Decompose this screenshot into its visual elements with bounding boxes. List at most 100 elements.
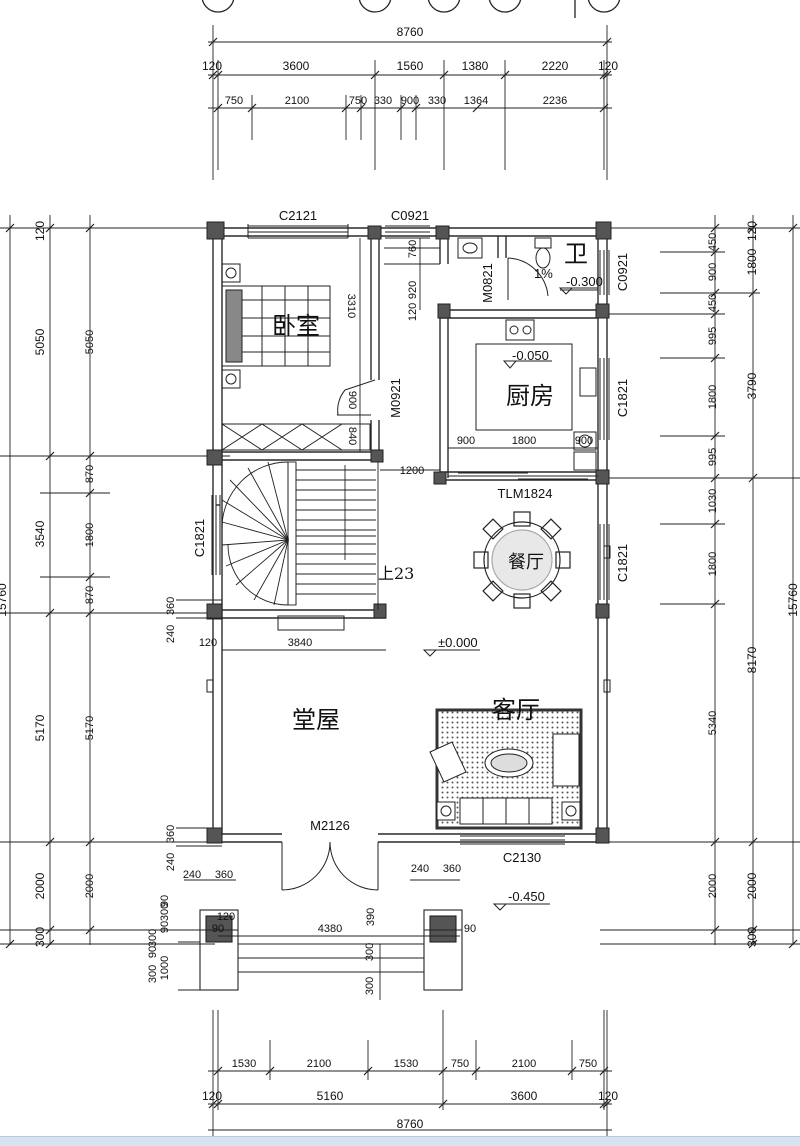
- top-dim-r1-1: 3600: [283, 59, 310, 73]
- right-dim-i0: 450: [707, 233, 719, 251]
- right-dim-inner: 450 900 450 995 1800 995 1030 1800 5340 …: [707, 233, 719, 898]
- doors: [281, 257, 549, 891]
- stair-up-label: 上23: [378, 564, 414, 583]
- top-dim-r2-0: 750: [225, 95, 243, 107]
- label-m0921: M0921: [388, 378, 403, 418]
- left-dim-o3: 5170: [33, 714, 47, 741]
- room-label-living: 客厅: [492, 696, 540, 724]
- bottom-dim-row1: 120 5160 3600 120: [202, 1089, 618, 1103]
- left-dimension-lines: [0, 215, 240, 945]
- dim-k900b: 900: [575, 435, 593, 447]
- dim-pl4: 300: [147, 929, 159, 947]
- inner-dimension-lines: [176, 238, 598, 1000]
- dim-360-stair: 360: [165, 597, 177, 615]
- label-c1821-kitchen: C1821: [615, 379, 630, 417]
- right-dim-o0: 120: [745, 221, 759, 241]
- left-total-dim: 15760: [0, 583, 9, 617]
- left-dim-i0: 5050: [84, 330, 96, 354]
- dim-120: 120: [407, 303, 419, 321]
- right-dim-i5: 995: [707, 448, 719, 466]
- left-dim-inner: 5050 870 1800 870 5170 2000: [84, 330, 96, 898]
- left-dim-o4: 2000: [33, 872, 47, 899]
- dim-840: 840: [346, 427, 358, 445]
- level-outdoor: -0.450: [508, 889, 545, 904]
- window-bottom-bar: [0, 1136, 800, 1146]
- top-dim-r1-4: 2220: [542, 59, 569, 73]
- label-c0921-top: C0921: [391, 208, 429, 223]
- room-label-hall: 堂屋: [292, 706, 340, 734]
- right-dim-i6: 1030: [707, 489, 719, 513]
- inner-dim-labels: 3310 760 920 120 900 840 1200 900 1800 9…: [147, 240, 593, 995]
- dim-1200: 1200: [400, 465, 424, 477]
- bottom-dimension-lines: [208, 1010, 612, 1136]
- bottom-dim-r2-1: 2100: [307, 1058, 331, 1070]
- left-dim-outer: 120 5050 3540 5170 2000 300: [33, 221, 47, 947]
- dim-390: 390: [365, 908, 377, 926]
- living-set: [429, 708, 583, 830]
- left-dim-i2: 1800: [84, 523, 96, 547]
- bathroom-fixtures: [457, 237, 598, 291]
- right-dim-o4: 2000: [745, 872, 759, 899]
- right-dim-i4: 1800: [707, 385, 719, 409]
- level-marks: [422, 287, 598, 911]
- dim-360-porch-l: 360: [215, 869, 233, 881]
- right-dim-outer: 120 1800 3790 8170 2000 300: [745, 221, 759, 947]
- bottom-dim-r2-4: 2100: [512, 1058, 536, 1070]
- label-c0921-right: C0921: [615, 253, 630, 291]
- label-m2126: M2126: [310, 818, 350, 833]
- wardrobe: [221, 423, 371, 451]
- right-total-dim: 15760: [786, 583, 800, 617]
- right-dim-i7: 1800: [707, 552, 719, 576]
- top-dim-r2-5: 330: [428, 95, 446, 107]
- right-dimension-lines: [600, 215, 800, 945]
- top-dim-r1-0: 120: [202, 59, 222, 73]
- label-c2130: C2130: [503, 850, 541, 865]
- label-c2121: C2121: [279, 208, 317, 223]
- dim-900-door: 900: [346, 391, 358, 409]
- label-m0821: M0821: [480, 263, 495, 303]
- dim-p300a: 300: [364, 943, 376, 961]
- label-c1821-dining: C1821: [615, 544, 630, 582]
- left-dim-o5: 300: [33, 927, 47, 947]
- kitchen-fixtures: [475, 319, 597, 471]
- dim-120-stair: 120: [199, 637, 217, 649]
- room-label-bathroom: 卫: [564, 240, 588, 268]
- top-dim-r2-6: 1364: [464, 95, 488, 107]
- stair: [221, 461, 379, 610]
- right-dim-i1: 900: [707, 263, 719, 281]
- room-label-kitchen: 厨房: [506, 382, 554, 410]
- bottom-overall-dim: 8760: [397, 1117, 424, 1131]
- walls: [212, 227, 608, 843]
- left-dim-i5: 2000: [84, 874, 96, 898]
- top-dim-r2-4: 900: [401, 95, 419, 107]
- top-dim-r2-7: 2236: [543, 95, 567, 107]
- level-labels: -0.050 -0.300 1% ±0.000 -0.450: [438, 266, 603, 904]
- bottom-dim-row2: 1530 2100 1530 750 2100 750: [232, 1058, 597, 1070]
- left-dimension-ticks: [5, 223, 95, 949]
- room-label-bedroom: 卧室: [272, 312, 320, 340]
- dim-pl3: 90: [159, 895, 171, 907]
- dim-360-hall: 360: [165, 825, 177, 843]
- bottom-dim-r1-1: 5160: [317, 1089, 344, 1103]
- right-dim-o2: 3790: [745, 372, 759, 399]
- bed: [221, 263, 331, 389]
- level-bath: -0.300: [566, 274, 603, 289]
- dim-pl2: 90: [159, 921, 171, 933]
- top-dim-r1-5: 120: [598, 59, 618, 73]
- top-dim-r2-3: 330: [374, 95, 392, 107]
- dim-p300b: 300: [364, 977, 376, 995]
- dim-pl5: 90: [147, 946, 159, 958]
- dim-k900a: 900: [457, 435, 475, 447]
- dim-pl6: 1000: [159, 956, 171, 980]
- level-bath-slope: 1%: [534, 266, 553, 281]
- right-dim-i2: 450: [707, 294, 719, 312]
- top-dim-row2: 750 2100 750 330 900 330 1364 2236: [225, 95, 567, 107]
- level-kitchen: -0.050: [512, 348, 549, 363]
- dining-table: [473, 511, 571, 609]
- dim-p120: 120: [217, 911, 235, 923]
- label-c1821-stair: C1821: [192, 519, 207, 557]
- dim-p90b: 90: [464, 923, 476, 935]
- porch: [178, 909, 463, 991]
- right-dim-o3: 8170: [745, 646, 759, 673]
- left-dim-o0: 120: [33, 221, 47, 241]
